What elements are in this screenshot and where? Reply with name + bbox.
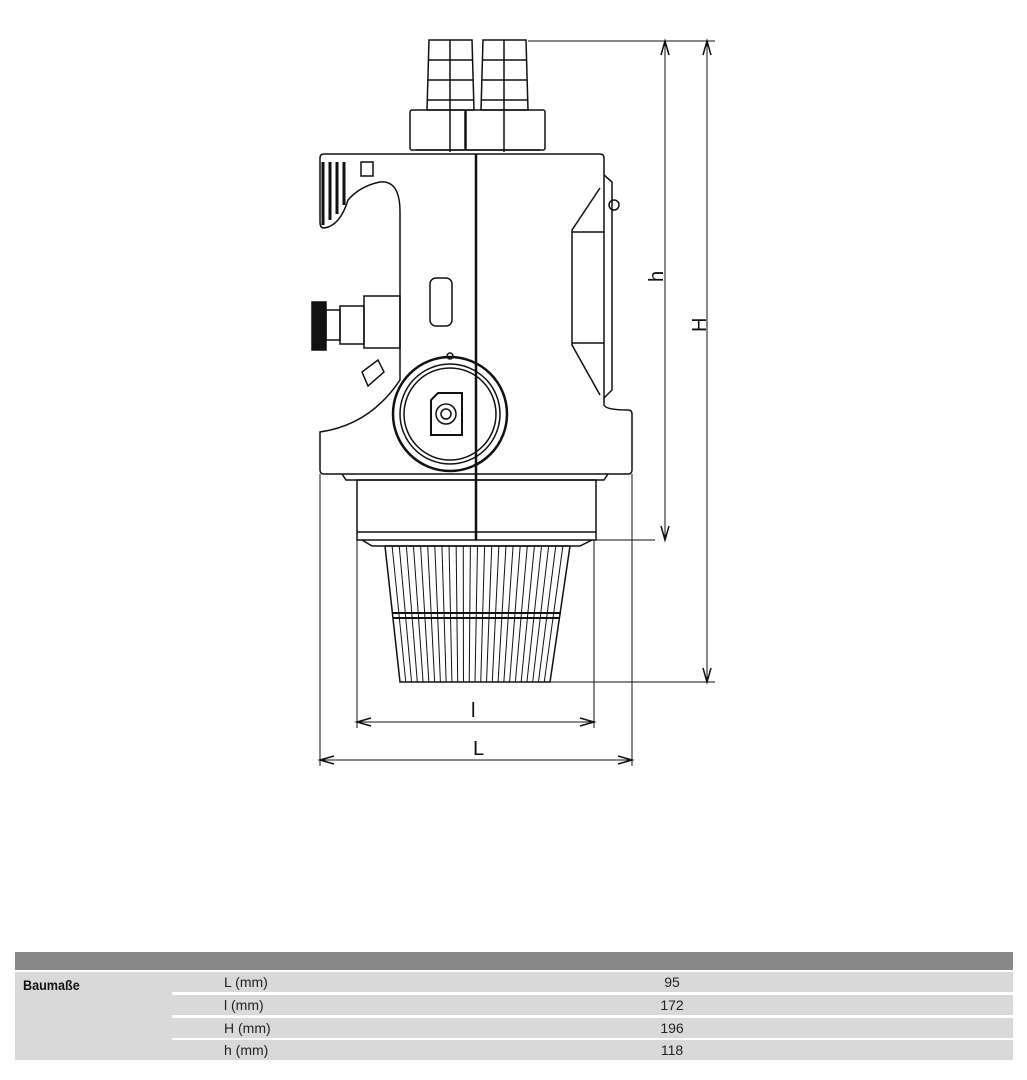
table-row: H (mm) 196 — [172, 1018, 1013, 1038]
filter-body — [311, 153, 633, 540]
union-nuts — [409, 109, 546, 151]
row-label: l (mm) — [224, 997, 264, 1013]
dimension-label-l: l — [471, 700, 475, 722]
dimension-label-L: L — [473, 738, 484, 760]
table-row: h (mm) 118 — [172, 1040, 1013, 1060]
table-row: L (mm) 95 — [172, 972, 1013, 992]
dimension-label-H: H — [689, 318, 711, 332]
pressure-reducer-knob — [391, 352, 509, 473]
row-label: H (mm) — [224, 1020, 271, 1036]
row-label: h (mm) — [224, 1042, 269, 1058]
bypass-valve — [311, 295, 401, 388]
hose-barbs — [426, 39, 529, 152]
table-row: l (mm) 172 — [172, 995, 1013, 1015]
row-value: 118 — [660, 1042, 684, 1058]
table-group-cell: Baumaße — [15, 972, 172, 1060]
row-value: 95 — [664, 974, 680, 990]
group-label: Baumaße — [23, 977, 80, 993]
dimension-label-h: h — [646, 271, 668, 282]
row-value: 172 — [660, 997, 684, 1013]
dimension-lines — [317, 38, 715, 766]
row-value: 196 — [660, 1020, 684, 1036]
row-label: L (mm) — [224, 974, 268, 990]
table-header-bar — [15, 952, 1013, 970]
technical-drawing: h H l L — [311, 38, 715, 766]
